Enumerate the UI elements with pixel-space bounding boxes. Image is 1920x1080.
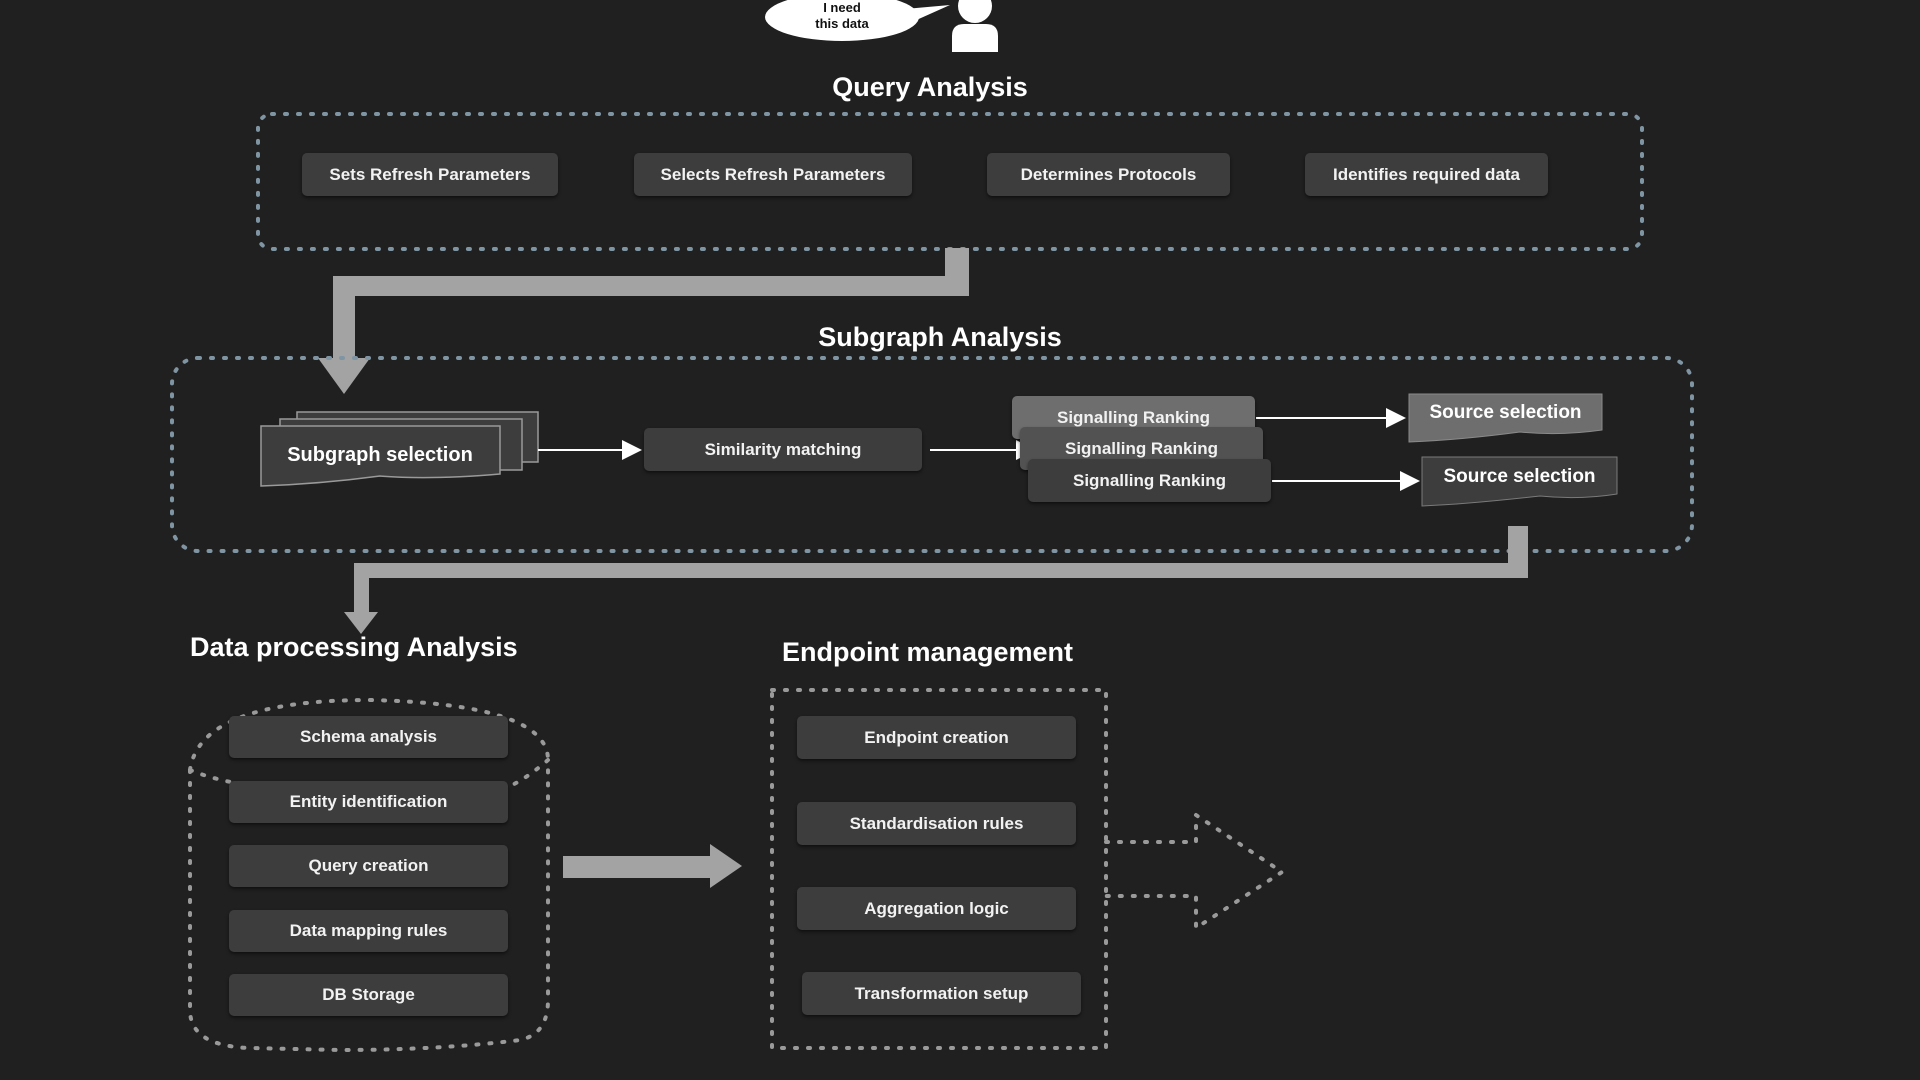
speech-line-2: this data: [815, 16, 869, 31]
speech-bubble-text: I need this data: [790, 0, 894, 32]
connector-query-to-subgraph: [318, 248, 969, 394]
speech-line-1: I need: [823, 0, 861, 15]
query-analysis-title: Query Analysis: [832, 72, 1028, 102]
source-selection-shape-1: [1408, 393, 1603, 443]
similarity-matching-box: Similarity matching: [644, 428, 922, 471]
step-db-storage: DB Storage: [229, 974, 508, 1016]
step-aggregation-logic: Aggregation logic: [797, 887, 1076, 930]
endpoint-management-frame: [770, 688, 1108, 1050]
step-identifies-required-data: Identifies required data: [1305, 153, 1548, 196]
data-processing-title: Data processing Analysis: [190, 632, 518, 662]
step-standardisation-rules: Standardisation rules: [797, 802, 1076, 845]
source-selection-label-1: Source selection: [1429, 402, 1582, 423]
connector-subgraph-to-data-processing: [344, 526, 1528, 634]
arrow-data-to-endpoint: [563, 844, 742, 888]
subgraph-selection-label: Subgraph selection: [287, 443, 473, 466]
step-determines-protocols: Determines Protocols: [987, 153, 1230, 196]
speech-bubble: [765, 0, 950, 41]
user-icon: [952, 0, 998, 52]
step-schema-analysis: Schema analysis: [229, 716, 508, 758]
step-data-mapping-rules: Data mapping rules: [229, 910, 508, 952]
endpoint-management-title: Endpoint management: [782, 637, 1074, 667]
source-selection-shape-2: [1421, 456, 1618, 507]
subgraph-analysis-title: Subgraph Analysis: [818, 322, 1062, 352]
step-selects-refresh-parameters: Selects Refresh Parameters: [634, 153, 912, 196]
step-entity-identification: Entity identification: [229, 781, 508, 823]
source-selection-label-2: Source selection: [1443, 466, 1596, 487]
signalling-ranking-box-3: Signalling Ranking: [1028, 459, 1271, 502]
step-query-creation: Query creation: [229, 845, 508, 887]
step-endpoint-creation: Endpoint creation: [797, 716, 1076, 759]
dotted-output-arrow: [1104, 811, 1286, 932]
step-transformation-setup: Transformation setup: [802, 972, 1081, 1015]
subgraph-selection-stack: [260, 411, 539, 487]
step-sets-refresh-parameters: Sets Refresh Parameters: [302, 153, 558, 196]
